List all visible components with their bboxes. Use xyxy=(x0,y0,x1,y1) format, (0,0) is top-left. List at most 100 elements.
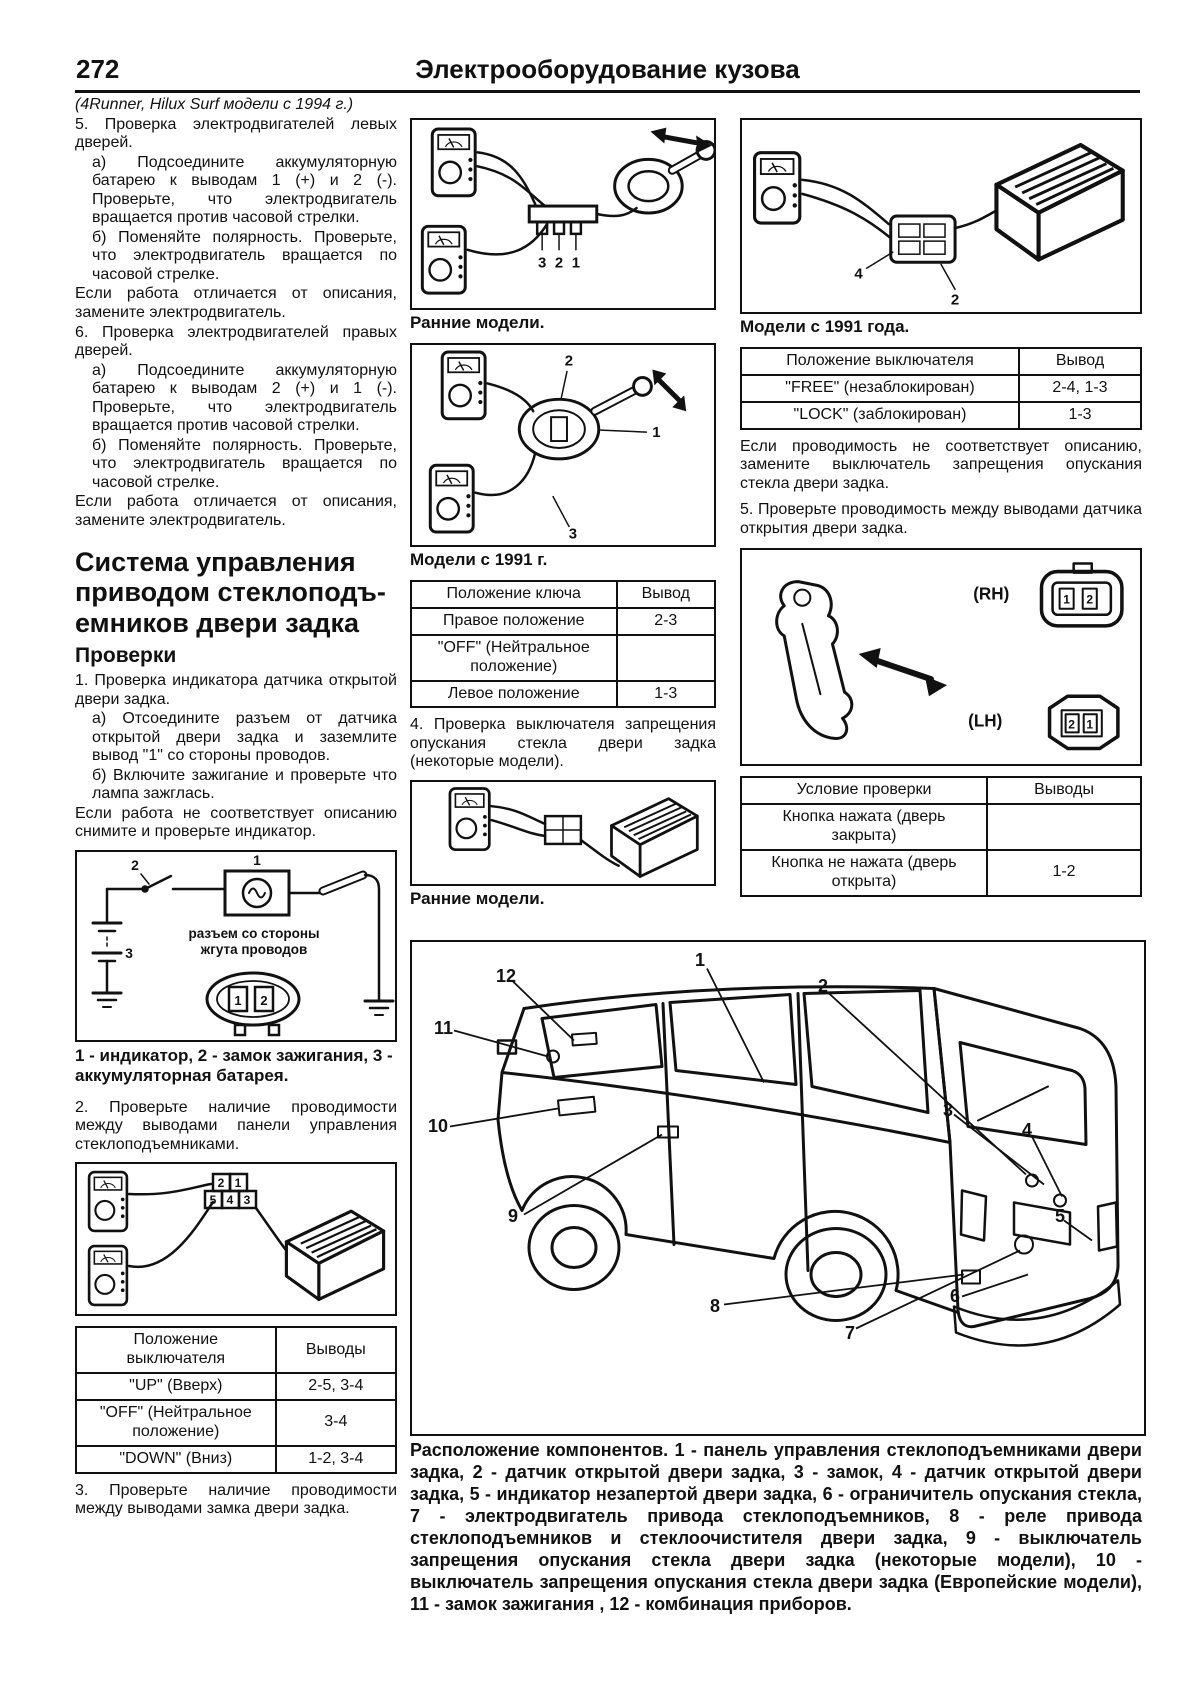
lh-pin: 2 xyxy=(1068,718,1075,732)
callout-leaders xyxy=(449,968,1093,1330)
window-switch-icon xyxy=(284,1210,386,1302)
arrow-icon xyxy=(924,676,948,697)
step-6-note: Если работа отличается от описания, заме… xyxy=(75,493,397,530)
cell: "UP" (Вверх) xyxy=(75,1372,277,1402)
cell: 3-4 xyxy=(274,1399,398,1447)
car-callout-3: 3 xyxy=(943,1100,954,1120)
latch-icon xyxy=(775,580,854,741)
cell xyxy=(615,633,717,682)
cell: 2-5, 3-4 xyxy=(274,1372,398,1402)
figure-caption: Модели с 1991 г. xyxy=(410,550,548,569)
car-callout-7: 7 xyxy=(845,1323,856,1343)
arrow-icon xyxy=(650,127,667,144)
figure-indicator-circuit: 1 2 3 1 2 разъем со стороны жгута провод… xyxy=(75,850,397,1042)
table-row: "LOCK" (заблокирован) 1-3 xyxy=(740,400,1142,430)
connector-icon xyxy=(205,971,301,1027)
table-header: Вывод xyxy=(615,580,717,609)
cell: 1-3 xyxy=(615,679,717,709)
step-5a: а) Подсоедините аккумуляторную батарею к… xyxy=(92,153,397,227)
figure-key-early: 3 2 1 xyxy=(410,118,716,310)
arrow-icon xyxy=(652,369,667,386)
cell: Левое положение xyxy=(410,679,618,709)
rh-pin: 2 xyxy=(1086,593,1093,607)
cell: "DOWN" (Вниз) xyxy=(75,1444,277,1474)
figure-caption: Ранние модели. xyxy=(410,889,545,909)
window-switch-icon xyxy=(996,145,1122,260)
figure-door-sensor: (RH) (LH) 1 2 2 1 xyxy=(740,548,1142,767)
arrow-icon xyxy=(858,648,881,669)
cell: 1-3 xyxy=(1018,400,1142,430)
button-condition-table: Условие проверки Выводы Кнопка нажата (д… xyxy=(740,776,1142,897)
table-row: "DOWN" (Вниз) 1-2, 3-4 xyxy=(75,1444,398,1474)
cell: Кнопка не нажата (дверь открыта) xyxy=(740,848,988,897)
check-1b: б) Включите зажигание и проверьте что ла… xyxy=(92,766,397,803)
pin-3: 3 xyxy=(538,256,546,272)
rh-label: (RH) xyxy=(973,585,1009,604)
car-callout-4: 4 xyxy=(1022,1120,1033,1140)
pin-4: 4 xyxy=(227,1193,234,1207)
window-switch-icon xyxy=(610,797,699,878)
section-title: Система управления приводом стеклоподъ-е… xyxy=(75,546,386,638)
label-1: 1 xyxy=(652,425,660,441)
table-row: "OFF" (Нейтральное положение) 3-4 xyxy=(75,1399,398,1447)
pin-2: 2 xyxy=(260,993,267,1008)
label-1: 1 xyxy=(253,852,261,868)
header-rule xyxy=(75,90,1140,93)
check-1a: а) Отсоедините разъем от датчика открыто… xyxy=(92,710,397,765)
lockswitch-note: Если проводимость не соответствует описа… xyxy=(740,437,1142,492)
check-5: 5. Проверьте проводимость между выводами… xyxy=(740,501,1142,537)
table-header: Условие проверки xyxy=(740,776,988,806)
cell: Правое положение xyxy=(410,606,618,636)
table-header: Положение ключа xyxy=(410,580,618,609)
multimeter-icon xyxy=(448,787,491,852)
page-number: 272 xyxy=(76,54,120,84)
pin-1: 1 xyxy=(572,256,580,272)
step-6a: а) Подсоедините аккумуляторную батарею к… xyxy=(92,361,397,435)
harness-note: разъем со стороны жгута проводов xyxy=(188,926,320,957)
step-6-title: 6. Проверка электродвигателей правых две… xyxy=(75,323,397,360)
check-1-title: 1. Проверка индикатора датчика открытой … xyxy=(75,672,397,708)
key-position-table: Положение ключа Вывод Правое положение 2… xyxy=(410,580,717,709)
step-5-title: 5. Проверка электродвигателей левых двер… xyxy=(75,115,397,152)
pin-1: 1 xyxy=(235,1176,242,1190)
multimeter-icon xyxy=(430,127,477,198)
table-header: Вывод xyxy=(1018,347,1142,376)
car-callout-6: 6 xyxy=(950,1286,961,1306)
cell: Кнопка нажата (дверь закрыта) xyxy=(740,803,988,851)
pin-1: 1 xyxy=(234,993,241,1008)
table-header: Выводы xyxy=(274,1326,398,1375)
cell: "FREE" (незаблокирован) xyxy=(740,373,1020,403)
arrow-icon xyxy=(672,395,687,412)
table-row: Кнопка не нажата (дверь открыта) 1-2 xyxy=(740,848,1142,897)
model-note: (4Runner, Hilux Surf модели с 1994 г.) xyxy=(75,96,354,113)
arrow-icon xyxy=(696,135,713,153)
step-5-note: Если работа отличается от описания, заме… xyxy=(75,285,397,322)
figure-lockswitch-early xyxy=(410,780,716,887)
lh-pin: 1 xyxy=(1086,718,1093,732)
table-row: "UP" (Вверх) 2-5, 3-4 xyxy=(75,1372,398,1402)
car-callout-9: 9 xyxy=(508,1206,519,1226)
car-callout-12: 12 xyxy=(496,966,517,986)
multimeter-icon xyxy=(420,224,467,295)
figure-key-1991: 2 1 3 xyxy=(410,343,716,547)
pin-5: 5 xyxy=(210,1193,217,1207)
cell: "OFF" (Нейтральное положение) xyxy=(75,1399,277,1447)
lockswitch-table: Положение выключателя Вывод "FREE" (неза… xyxy=(740,347,1142,430)
key-cylinder-icon xyxy=(613,157,684,215)
check-2: 2. Проверьте наличие проводимости между … xyxy=(75,1098,397,1153)
cell: 1-2, 3-4 xyxy=(274,1444,398,1474)
switch-position-table: Положение выключателя Выводы "UP" (Вверх… xyxy=(75,1326,398,1474)
circuit-caption: 1 - индикатор, 2 - замок зажигания, 3 - … xyxy=(75,1046,393,1086)
cell: 1-2 xyxy=(986,848,1142,897)
label-3: 3 xyxy=(569,526,577,542)
component-location-caption: Расположение компонентов. 1 - панель упр… xyxy=(410,1440,1142,1614)
table-row: "OFF" (Нейтральное положение) xyxy=(410,633,717,682)
car-callout-10: 10 xyxy=(428,1116,449,1136)
left-column: (4Runner, Hilux Surf модели с 1994 г.) 5… xyxy=(75,96,398,1520)
lh-connector-icon xyxy=(1047,694,1120,751)
label-2: 2 xyxy=(565,354,573,370)
label-2: 2 xyxy=(131,857,139,873)
rh-pin: 1 xyxy=(1063,593,1070,607)
